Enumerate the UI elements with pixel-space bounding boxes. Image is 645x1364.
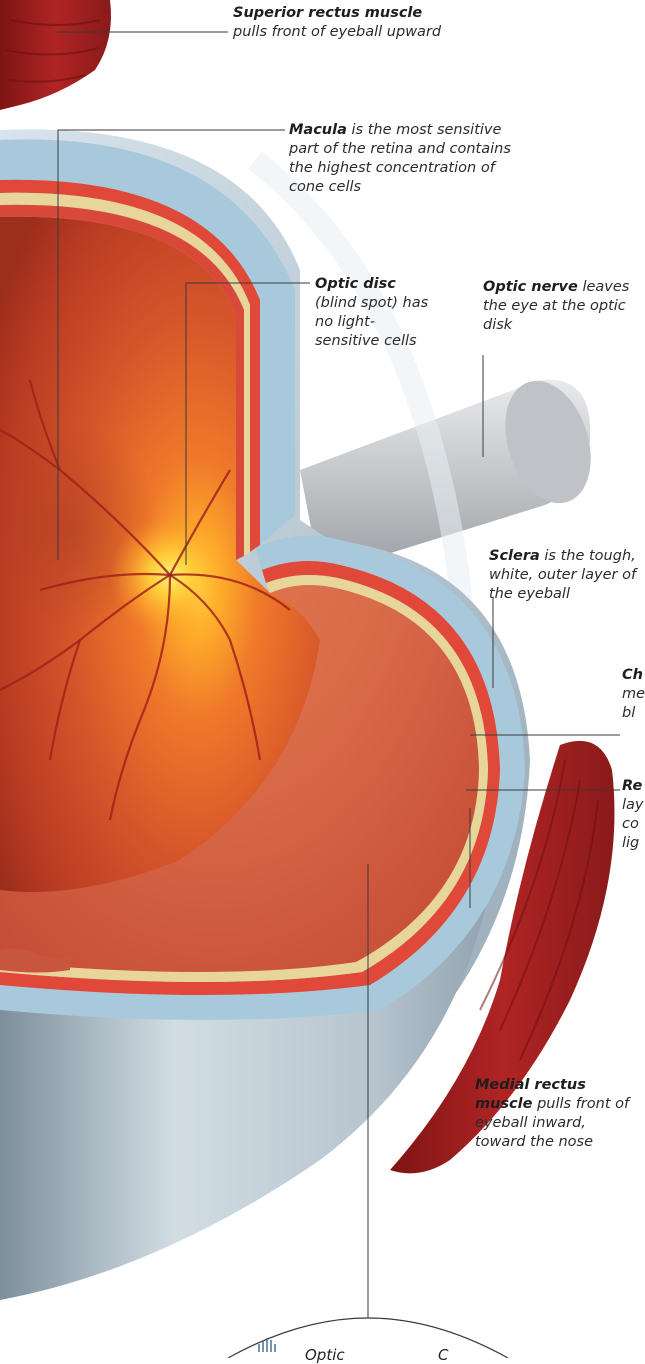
- label-macula: Macula is the most sensitive part of the…: [289, 121, 524, 197]
- term-superior-rectus: Superior rectus muscle: [233, 5, 422, 21]
- label-optic-nerve: Optic nerve leaves the eye at the optic …: [483, 278, 638, 335]
- term-macula: Macula: [289, 122, 347, 138]
- desc-choroid: me bl: [622, 686, 645, 721]
- term-optic-disc: Optic disc: [315, 276, 396, 292]
- term-retina: Re: [622, 778, 642, 794]
- superior-rectus-muscle: [0, 0, 111, 110]
- desc-superior-rectus: pulls front of eyeball upward: [233, 24, 441, 40]
- term-sclera: Sclera: [489, 548, 540, 564]
- label-superior-rectus-muscle: Superior rectus muscle pulls front of ey…: [233, 4, 453, 42]
- label-sclera: Sclera is the tough, white, outer layer …: [489, 547, 645, 604]
- desc-retina: lay co lig: [622, 797, 644, 851]
- label-retina-cropped: Re lay co lig: [622, 777, 645, 853]
- term-optic-nerve: Optic nerve: [483, 279, 578, 295]
- inset-text-left: Optic: [305, 1346, 345, 1364]
- term-choroid: Ch: [622, 667, 643, 683]
- inset-circle: [228, 1318, 508, 1358]
- label-choroid-cropped: Ch me bl: [622, 666, 645, 723]
- desc-optic-disc: (blind spot) has no light-sensitive cell…: [315, 295, 428, 349]
- label-optic-disc: Optic disc (blind spot) has no light-sen…: [315, 275, 430, 351]
- label-medial-rectus-muscle: Medial rectus muscle pulls front of eyeb…: [475, 1076, 640, 1152]
- inset-text-right: C: [438, 1346, 448, 1364]
